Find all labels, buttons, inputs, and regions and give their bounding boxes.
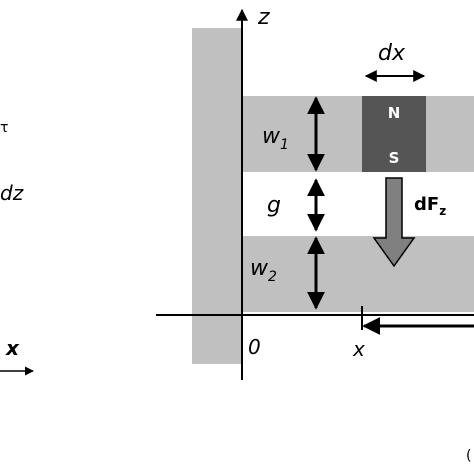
corner-mark: ( (466, 448, 471, 464)
magnet-north-label: N (388, 104, 401, 122)
lower-strip (242, 236, 474, 312)
g-label: g (267, 193, 281, 218)
left-panel-tick: τ (0, 120, 8, 136)
w2-subscript: 2 (268, 269, 277, 285)
force-main: dF (414, 194, 439, 215)
force-arrow (372, 177, 416, 268)
wall-block (192, 28, 242, 364)
left-panel-dz: dz (0, 181, 24, 205)
x-position-label: x (352, 337, 365, 361)
magnet-element (362, 96, 426, 172)
force-subscript: z (439, 204, 446, 218)
origin-label: 0 (248, 335, 261, 359)
dx-label: dx (378, 41, 406, 66)
upper-strip (242, 96, 474, 172)
w2-main: w (250, 256, 269, 281)
magnet-south-label: S (389, 149, 400, 167)
w1-label: w1 (262, 124, 289, 153)
w1-main: w (262, 124, 281, 149)
w2-label: w2 (250, 256, 277, 285)
left-panel-x-label: x (5, 336, 20, 360)
z-axis-label: z (257, 5, 270, 30)
w1-subscript: 1 (280, 137, 289, 153)
force-label: dFz (414, 194, 446, 218)
